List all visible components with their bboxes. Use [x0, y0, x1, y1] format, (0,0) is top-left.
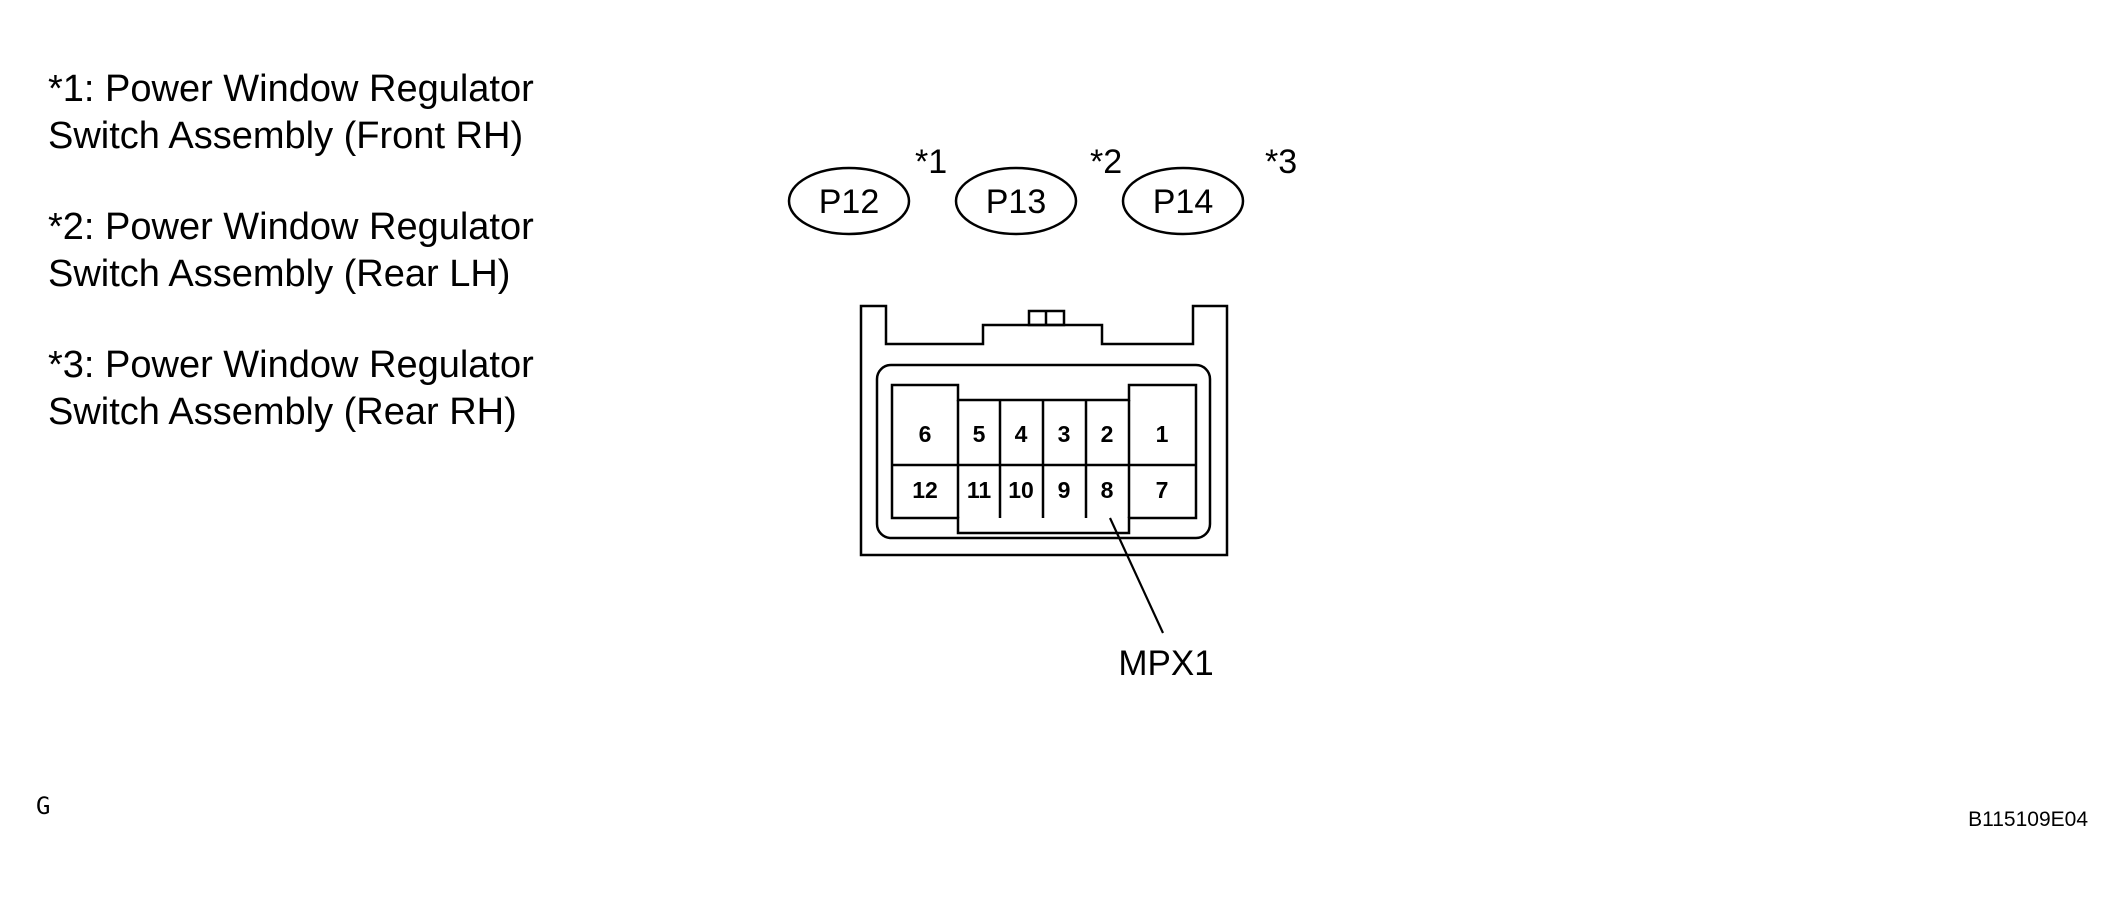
- connector-oval-p12: [787, 166, 911, 236]
- pin-number: 10: [1008, 477, 1034, 503]
- connector-label-p14: P14: [1153, 183, 1214, 221]
- callout-label-mpx1: MPX1: [1118, 644, 1213, 683]
- pin-number: 5: [973, 421, 986, 447]
- pin-number: 12: [912, 477, 938, 503]
- pin-number: 4: [1015, 421, 1028, 447]
- legend-item-2: *2: Power Window Regulator Switch Assemb…: [48, 204, 608, 298]
- legend-item-2-line-2: Switch Assembly (Rear LH): [48, 253, 511, 295]
- callout-leader-line: [1109, 517, 1164, 634]
- connector-housing: [859, 304, 1229, 557]
- connector-oval-p13: [954, 166, 1078, 236]
- pin-number: 7: [1156, 477, 1169, 503]
- pin-number: 1: [1156, 421, 1169, 447]
- pin-number: 3: [1058, 421, 1071, 447]
- figure-id: B115109E04: [1968, 808, 2088, 831]
- connector-label-p12: P12: [819, 183, 880, 221]
- legend-item-2-line-1: *2: Power Window Regulator: [48, 206, 534, 248]
- connector-ref-3: *3: [1265, 143, 1297, 181]
- connector-ref-2: *2: [1090, 143, 1122, 181]
- legend-item-1: *1: Power Window Regulator Switch Assemb…: [48, 66, 608, 160]
- corner-letter: G: [36, 792, 51, 820]
- legend: *1: Power Window Regulator Switch Assemb…: [48, 66, 608, 480]
- pin-number: 6: [919, 421, 932, 447]
- legend-item-1-line-2: Switch Assembly (Front RH): [48, 115, 524, 157]
- connector-ref-1: *1: [915, 143, 947, 181]
- pin-number: 11: [967, 477, 992, 503]
- legend-item-1-line-1: *1: Power Window Regulator: [48, 68, 534, 110]
- legend-item-3-line-1: *3: Power Window Regulator: [48, 344, 534, 386]
- connector-inner-face: [875, 363, 1212, 540]
- pin-number: 8: [1101, 477, 1114, 503]
- legend-item-3-line-2: Switch Assembly (Rear RH): [48, 391, 517, 433]
- pin-number: 9: [1058, 477, 1071, 503]
- connector-label-p13: P13: [986, 183, 1047, 221]
- pin-number: 2: [1101, 421, 1114, 447]
- legend-item-3: *3: Power Window Regulator Switch Assemb…: [48, 342, 608, 436]
- connector-oval-p14: [1121, 166, 1245, 236]
